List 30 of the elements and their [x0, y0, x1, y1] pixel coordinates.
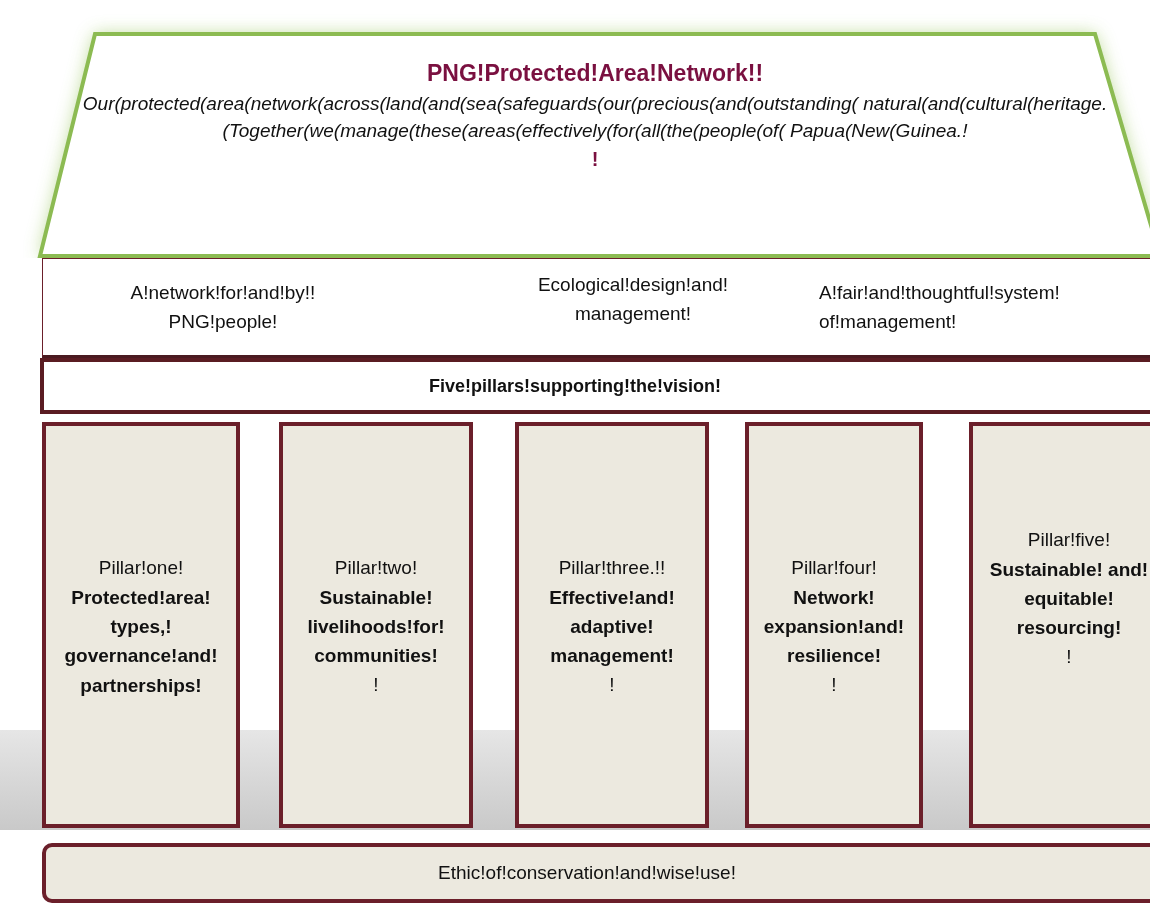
pillar-mark: ! — [1066, 644, 1072, 669]
pillar-box — [969, 422, 1150, 828]
pillar-label: Pillar!one! — [98, 556, 184, 580]
pillar-box — [515, 422, 709, 828]
pillar-mark: ! — [831, 672, 837, 697]
pillar-title: Sustainable! livelihoods!for! communities! — [306, 585, 446, 669]
pillar-title: Effective!and! adaptive! management! — [548, 585, 676, 669]
vision-statement: Our(protected(area(network(across(land(and(sea(safeguards(our(precious(and(outstanding( natural(and(cultural(heritage.(Together(we(manage(these(areas(effectively(for(all(the(people(of( Papua(New(Guinea.! — [81, 92, 1109, 143]
heading-bar — [40, 358, 1150, 414]
pillar-label: Pillar!three.!! — [558, 556, 666, 580]
pillar-mark: ! — [609, 672, 615, 697]
principles-band — [42, 258, 1150, 358]
pillar-label: Pillar!four! — [791, 556, 877, 580]
roof-mark: ! — [591, 148, 599, 172]
principle-text: A!fair!and!thoughtful!system! of!management! — [819, 281, 1061, 334]
pillar-box — [42, 422, 240, 828]
roof-title: PNG!Protected!Area!Network!! — [426, 60, 764, 87]
pillar-box — [745, 422, 923, 828]
principle-text: Ecological!design!and! management! — [536, 273, 730, 326]
heading-text: Five!pillars!supporting!the!vision! — [429, 375, 721, 397]
pillar-title: Protected!area! types,! governance!and! partnerships! — [63, 585, 219, 698]
pillar-label: Pillar!two! — [334, 556, 418, 580]
pillar-box — [279, 422, 473, 828]
foundation-text: Ethic!of!conservation!and!wise!use! — [438, 862, 736, 884]
pillar-mark: ! — [373, 672, 379, 697]
foundation-bar — [42, 843, 1150, 903]
pillar-title: Network! expansion!and! resilience! — [762, 585, 906, 669]
pillar-title: Sustainable! and! equitable! resourcing! — [988, 557, 1150, 641]
pillar-label: Pillar!five! — [1027, 528, 1111, 552]
principle-text: A!network!for!and!by!! PNG!people! — [129, 281, 317, 334]
